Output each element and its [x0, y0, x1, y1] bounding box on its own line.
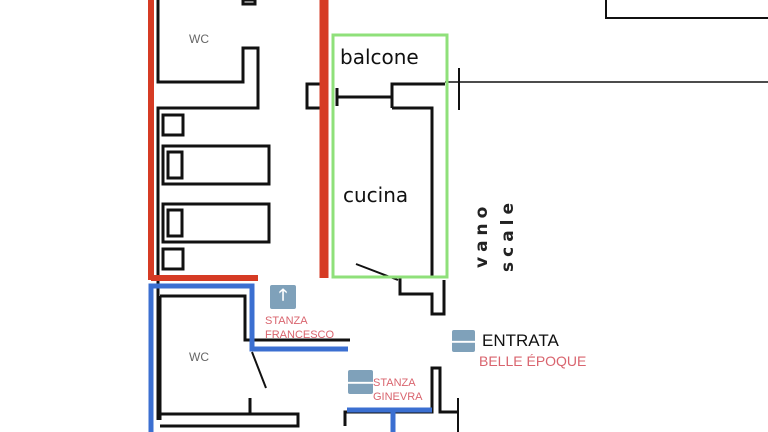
stanza-francesco-sign: STANZA FRANCESCO	[265, 314, 334, 342]
bed	[161, 202, 271, 244]
belle-epoque-label: BELLE ÉPOQUE	[479, 353, 587, 369]
kitchen-wall	[398, 278, 446, 316]
exterior-wall	[605, 0, 768, 19]
balcone-label: balcone	[340, 45, 419, 69]
red-path	[148, 0, 329, 281]
sign-line: GINEVRA	[373, 391, 423, 403]
stanza-ginevra-sign: STANZA GINEVRA	[373, 376, 423, 404]
fixture-square	[161, 247, 185, 271]
arrow-left-icon: 🡐	[339, 370, 382, 394]
blue-path	[148, 283, 432, 432]
sign-line: STANZA	[373, 377, 416, 389]
fixture-square	[161, 113, 185, 137]
kitchen-wall	[392, 106, 434, 276]
wc-top-walls	[156, 0, 260, 420]
kitchen-area-outline	[331, 33, 449, 279]
wall	[160, 412, 300, 428]
walls	[156, 0, 768, 432]
wc-bottom-walls	[160, 294, 350, 342]
cucina-label: cucina	[343, 183, 409, 207]
bed	[161, 144, 271, 186]
vano-label: vano	[472, 201, 492, 268]
arrow-up-icon: 🡑	[270, 285, 296, 309]
entrata-label: ENTRATA	[482, 331, 559, 350]
wc-top-label: WC	[189, 32, 209, 46]
arrow-left-icon: 🡐	[442, 330, 485, 352]
scale-label: scale	[498, 197, 518, 272]
pillow	[166, 150, 184, 180]
wc-bottom-label: WC	[189, 350, 209, 364]
blue-line	[148, 283, 348, 432]
wall-stub	[241, 0, 257, 6]
door-swing	[251, 351, 267, 389]
sign-line: STANZA	[265, 315, 308, 327]
sign-line: FRANCESCO	[265, 329, 335, 341]
wall	[343, 366, 458, 426]
kitchen-wall	[390, 82, 445, 108]
pillow	[166, 208, 184, 238]
